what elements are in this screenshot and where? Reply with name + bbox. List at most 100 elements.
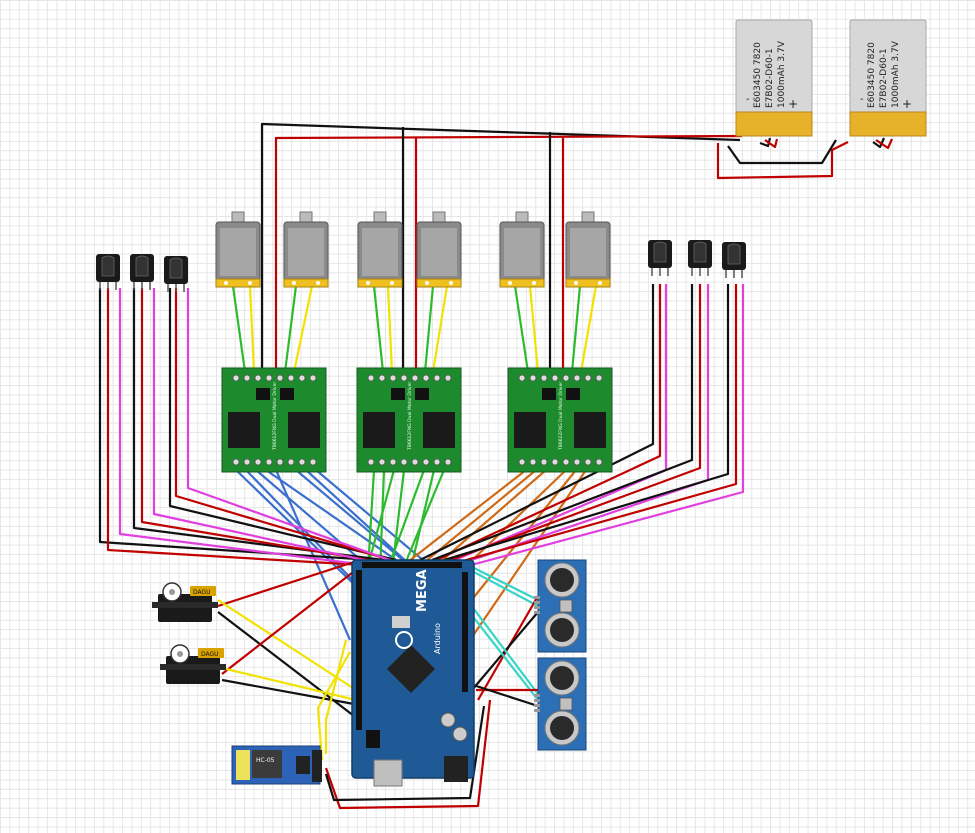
motor-wire-yellow <box>386 285 394 373</box>
signal-wire-orange <box>459 469 567 573</box>
ir-wire-magenta <box>186 288 413 570</box>
ir-wire-black <box>443 284 730 562</box>
signal-wire-blue <box>305 469 421 575</box>
dc-motor <box>283 211 329 288</box>
motor-wire-yellow <box>431 285 449 373</box>
us-wire-black <box>469 682 539 708</box>
driver-label: TB6612FNG Dual Motor Driver <box>558 382 564 451</box>
motor-wire-green <box>570 285 582 373</box>
dc-motor <box>416 211 462 288</box>
motor-wire-green <box>423 285 435 373</box>
ir-wire-magenta <box>118 288 391 570</box>
ir-wire-black <box>168 288 397 562</box>
motor-wire-green <box>231 285 247 373</box>
servo-motor: DAGU <box>152 582 218 622</box>
ir-wire-red <box>439 284 702 566</box>
battery-label-line2: E7B02-D60-1 <box>765 48 775 108</box>
ir-wire-red <box>427 284 662 565</box>
servo-motor: DAGU <box>160 644 226 684</box>
ir-wire-red <box>451 284 738 566</box>
battery-label-line3: 1000mAh 3.7V <box>891 40 901 108</box>
motor-wire-green <box>513 285 530 373</box>
bt-wire-red <box>324 699 492 810</box>
dc-motor <box>215 211 261 288</box>
motor-wire-yellow <box>528 285 540 373</box>
battery-label-line1: E603450 7820 <box>867 42 877 108</box>
arduino-model-label: MEGA <box>415 569 430 612</box>
arduino-logo-icon <box>395 631 413 649</box>
battery-label-line1: E603450 7820 <box>753 42 763 108</box>
ir-wire-black <box>419 284 655 561</box>
ultrasonic-sensor <box>534 559 587 653</box>
driver-label: TB6612FNG Dual Motor Driver <box>272 382 278 451</box>
ir-sensor <box>164 256 188 292</box>
bluetooth-module: HC-05 <box>231 745 322 785</box>
arduino-mega: MEGA Arduino <box>351 559 475 787</box>
ultrasonic-sensor <box>534 657 587 751</box>
ir-sensor-group <box>96 240 746 292</box>
signal-wire-blue <box>235 469 361 591</box>
ir-wire-red <box>174 288 405 566</box>
ir-sensor <box>688 240 712 276</box>
ir-wire-black <box>431 284 694 562</box>
signal-wire-orange <box>399 469 527 569</box>
servo-group: DAGU DAGU <box>152 582 226 684</box>
ir-wire-magenta <box>152 288 401 570</box>
servo-wire-red <box>217 558 361 608</box>
motor-driver-board: TB6612FNG Dual Motor Driver <box>221 367 327 473</box>
bt-wire-black <box>324 705 486 802</box>
dc-motor <box>565 211 611 288</box>
motor-wire-yellow <box>248 285 256 373</box>
battery-lead-red <box>764 138 779 149</box>
signal-wire-orange <box>437 469 547 565</box>
battery-minus-label: - <box>860 94 864 105</box>
motor-wire-yellow <box>292 285 314 373</box>
servo-wire-red <box>221 561 367 675</box>
wires <box>98 122 894 810</box>
battery-minus-label: - <box>746 94 750 105</box>
motor-driver-group: TB6612FNG Dual Motor Driver TB6612FNG Dua… <box>221 367 613 473</box>
motor-wire-green <box>372 285 385 373</box>
servo-wire-yellow <box>221 666 357 702</box>
motor-group <box>215 211 611 288</box>
battery-link-black <box>727 139 837 165</box>
power-wire-black <box>260 122 741 372</box>
dc-motor <box>357 211 403 288</box>
servo-label: DAGU <box>201 651 219 658</box>
servo-label: DAGU <box>193 589 211 596</box>
battery-plus-label: + <box>788 97 798 111</box>
ir-wire-red <box>106 288 381 568</box>
ir-sensor <box>96 254 120 290</box>
motor-wire-yellow <box>579 285 598 373</box>
ir-sensor <box>722 242 746 278</box>
battery-label-line3: 1000mAh 3.7V <box>777 40 787 108</box>
battery-link-red <box>716 141 849 180</box>
motor-wire-green <box>283 285 298 373</box>
driver-label: TB6612FNG Dual Motor Driver <box>407 382 413 451</box>
ir-wire-red <box>140 288 393 566</box>
bt-wire-yellow <box>324 639 348 754</box>
ir-sensor <box>130 254 154 290</box>
bluetooth-label: HC-05 <box>256 757 275 764</box>
battery-label-line2: E7B02-D60-1 <box>879 48 889 108</box>
servo-wire-yellow <box>217 599 357 691</box>
battery-lead-black <box>872 137 886 149</box>
ir-sensor <box>648 240 672 276</box>
bt-wire-yellow <box>316 651 351 761</box>
dc-motor <box>499 211 545 288</box>
arduino-brand-label: Arduino <box>433 623 442 654</box>
ultrasonic-group <box>534 559 587 751</box>
signal-wire-orange <box>461 469 577 613</box>
battery-plus-label: + <box>902 97 912 111</box>
power-wire-red <box>274 134 743 372</box>
motor-driver-board: TB6612FNG Dual Motor Driver <box>356 367 462 473</box>
signal-wire-blue <box>295 469 411 567</box>
battery-lead-red <box>875 138 894 150</box>
motor-driver-board: TB6612FNG Dual Motor Driver <box>507 367 613 473</box>
battery-lead-black <box>759 137 772 148</box>
ir-wire-magenta <box>459 284 745 570</box>
